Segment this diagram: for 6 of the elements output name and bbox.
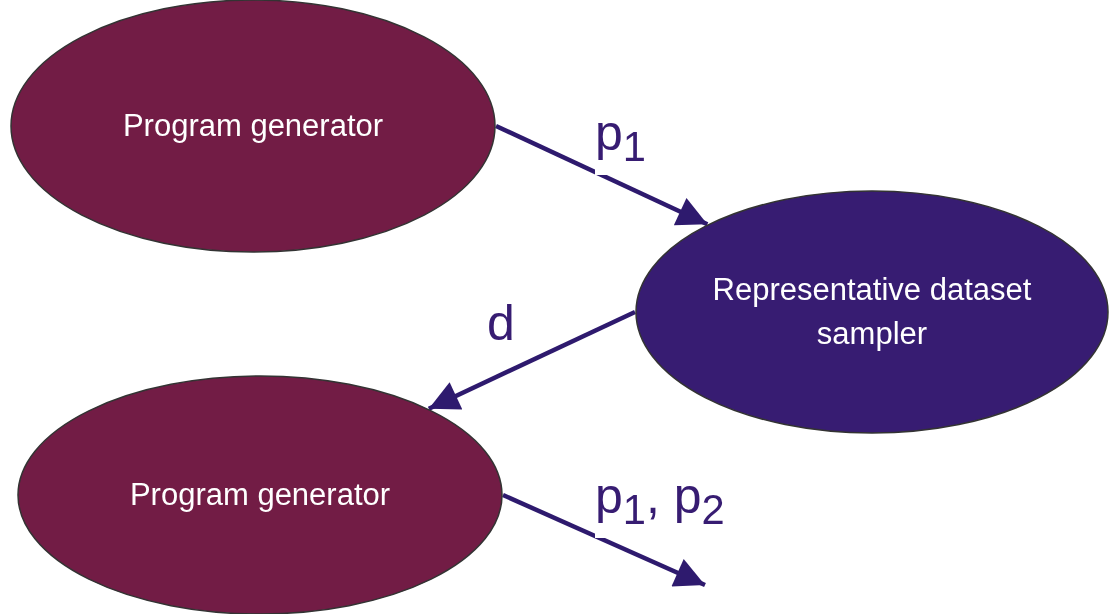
arrow: [495, 123, 709, 227]
node-label: Program generator: [122, 107, 384, 145]
arrow: [427, 309, 636, 411]
node-label: Program generator: [129, 476, 391, 514]
node-label: Representative dataset sampler: [711, 271, 1033, 353]
arrow: [502, 492, 706, 588]
